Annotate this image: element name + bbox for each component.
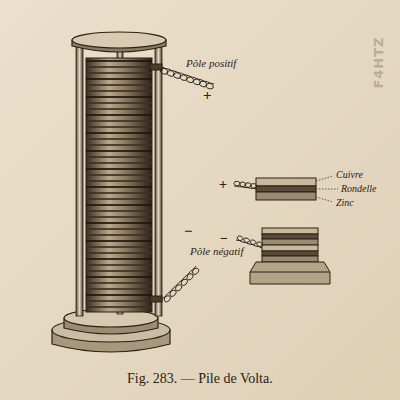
disc: [86, 72, 152, 74]
watermark: F4HTZ: [372, 36, 385, 88]
disc-column: [86, 58, 152, 312]
disc: [86, 246, 152, 248]
glass-rod: [76, 44, 83, 316]
coiled-wire: [234, 181, 257, 189]
disc: [86, 228, 152, 230]
pile-base: [52, 309, 170, 352]
disc: [86, 186, 152, 188]
leader-line: [316, 176, 338, 202]
disc: [86, 138, 152, 140]
part-label: −: [220, 232, 228, 246]
disc: [86, 258, 152, 260]
terminal: [150, 64, 162, 70]
disc: [86, 108, 152, 110]
disc: [86, 144, 152, 146]
disc: [86, 120, 152, 122]
disc: [86, 180, 152, 182]
disc: [86, 78, 152, 80]
disc: [86, 264, 152, 266]
disc: [86, 114, 152, 116]
disc: [86, 60, 152, 62]
part-label: Rondelle: [341, 184, 377, 194]
disc: [86, 210, 152, 212]
part-label: Pôle négatif: [190, 246, 243, 257]
part-label: Pôle positif: [186, 58, 236, 69]
disc: [86, 132, 152, 134]
disc: [86, 294, 152, 296]
part-label: +: [203, 88, 212, 103]
disc: [86, 204, 152, 206]
disc: [86, 90, 152, 92]
part-label: Cuivre: [336, 170, 363, 180]
element-detail: [256, 178, 316, 200]
disc: [86, 306, 152, 308]
disc: [86, 162, 152, 164]
disc-stripes: [86, 60, 152, 308]
terminal: [150, 296, 162, 302]
figure-caption: Fig. 283. — Pile de Volta.: [127, 372, 273, 386]
disc: [86, 84, 152, 86]
disc: [86, 102, 152, 104]
coiled-wire: [160, 67, 214, 89]
part-label: Zinc: [336, 198, 354, 208]
disc: [86, 198, 152, 200]
disc: [86, 156, 152, 158]
disc: [86, 276, 152, 278]
disc: [86, 168, 152, 170]
glass-rod: [155, 44, 162, 316]
disc: [86, 252, 152, 254]
disc: [86, 216, 152, 218]
top-plate: [72, 32, 166, 52]
disc: [86, 192, 152, 194]
part-label: −: [184, 224, 193, 239]
disc: [86, 270, 152, 272]
disc: [86, 282, 152, 284]
disc: [86, 240, 152, 242]
disc: [86, 234, 152, 236]
coiled-wire: [162, 266, 199, 302]
disc: [86, 126, 152, 128]
disc: [86, 174, 152, 176]
coiled-wires: [160, 67, 262, 302]
disc: [86, 66, 152, 68]
disc: [86, 222, 152, 224]
disc: [86, 288, 152, 290]
element-stack-detail: [250, 228, 330, 284]
part-label: +: [219, 178, 227, 192]
disc: [86, 300, 152, 302]
disc: [86, 96, 152, 98]
disc: [86, 150, 152, 152]
